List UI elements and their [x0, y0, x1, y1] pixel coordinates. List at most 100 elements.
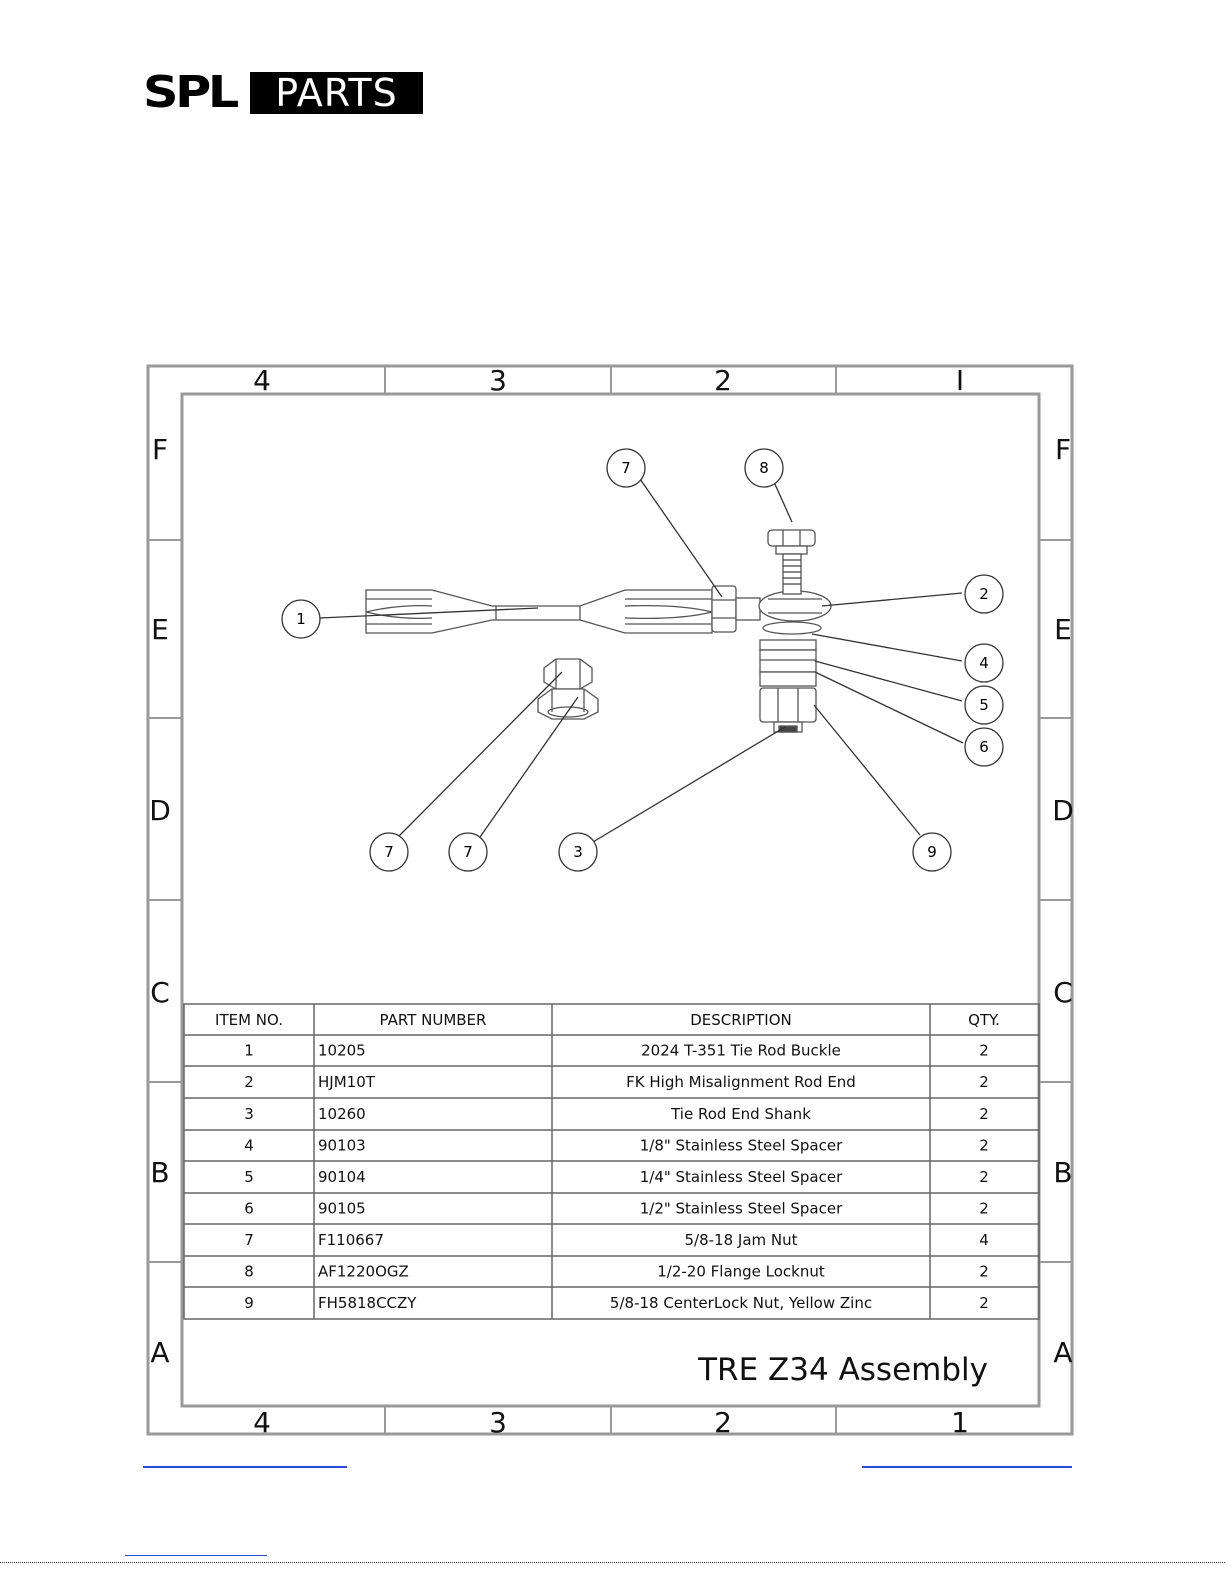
bom-cell-qty: 4	[979, 1231, 989, 1249]
zone-col-bottom-1: 1	[951, 1406, 969, 1439]
balloon-7-mid: 7	[448, 832, 488, 872]
zone-row-right-f: F	[1055, 433, 1071, 466]
header-item-no: ITEM NO.	[215, 1011, 283, 1029]
balloon-1: 1	[281, 599, 321, 639]
bom-cell-item-no: 5	[244, 1168, 254, 1186]
bom-cell-description: FK High Misalignment Rod End	[626, 1073, 856, 1091]
bom-cell-qty: 2	[979, 1294, 989, 1312]
exploded-view	[365, 529, 832, 733]
balloon-6-label: 6	[979, 738, 989, 756]
bom-cell-description: 2024 T-351 Tie Rod Buckle	[641, 1042, 841, 1060]
zone-col-top-4: 4	[253, 364, 271, 397]
balloon-1-label: 1	[296, 610, 306, 628]
zone-row-right-b: B	[1053, 1156, 1072, 1189]
bom-cell-part-number: 90103	[318, 1137, 366, 1155]
balloon-4-label: 4	[979, 654, 989, 672]
bom-cell-qty: 2	[979, 1200, 989, 1218]
zone-col-bottom-4: 4	[253, 1406, 271, 1439]
balloon-5: 5	[964, 685, 1004, 725]
bom-cell-qty: 2	[979, 1105, 989, 1123]
balloon-2: 2	[964, 574, 1004, 614]
bom-cell-part-number: AF1220OGZ	[318, 1263, 409, 1281]
logo-spl-text: SPL	[143, 67, 239, 118]
bom-cell-qty: 2	[979, 1263, 989, 1281]
footer-link-right[interactable]	[862, 1466, 1072, 1468]
bom-cell-item-no: 9	[244, 1294, 254, 1312]
drawing-frame	[146, 364, 1074, 1436]
bom-cell-description: 1/4" Stainless Steel Spacer	[640, 1168, 843, 1186]
logo-parts-text: PARTS	[249, 72, 423, 114]
zone-row-right-e: E	[1054, 613, 1072, 646]
drawing-title: TRE Z34 Assembly	[697, 1352, 988, 1388]
loose-jam-nuts	[537, 658, 599, 720]
header-qty: QTY.	[968, 1011, 1000, 1029]
bom-cell-description: 1/2-20 Flange Locknut	[657, 1263, 825, 1281]
bom-cell-part-number: 90105	[318, 1200, 366, 1218]
bom-cell-description: 1/8" Stainless Steel Spacer	[640, 1137, 843, 1155]
zone-row-left-a: A	[150, 1336, 169, 1369]
balloon-4: 4	[964, 643, 1004, 683]
zone-col-top-2: 2	[714, 364, 732, 397]
flange-locknut-part	[767, 529, 816, 595]
zone-row-left-c: C	[150, 976, 170, 1009]
bom-cell-part-number: HJM10T	[318, 1073, 376, 1091]
bom-cell-qty: 2	[979, 1073, 989, 1091]
balloon-7-left: 7	[369, 832, 409, 872]
bom-cell-description: Tie Rod End Shank	[670, 1105, 811, 1123]
balloon-9: 9	[912, 832, 952, 872]
bom-cell-item-no: 2	[244, 1073, 254, 1091]
bom-cell-description: 5/8-18 Jam Nut	[684, 1231, 797, 1249]
leader-lines	[319, 478, 964, 843]
balloon-7-top-label: 7	[621, 459, 631, 477]
bom-cell-item-no: 7	[244, 1231, 254, 1249]
zone-dividers	[148, 366, 1072, 1434]
bom-cell-qty: 2	[979, 1168, 989, 1186]
bom-cell-item-no: 4	[244, 1137, 254, 1155]
balloon-7-top: 7	[606, 448, 646, 488]
spl-parts-logo: SPL PARTS	[143, 67, 423, 118]
balloon-6: 6	[964, 727, 1004, 767]
rod-end-part	[735, 590, 832, 622]
zone-row-left-b: B	[150, 1156, 169, 1189]
bom-cell-item-no: 3	[244, 1105, 254, 1123]
balloon-5-label: 5	[979, 696, 989, 714]
bom-cell-part-number: F110667	[318, 1231, 384, 1249]
zone-row-left-f: F	[152, 433, 168, 466]
balloon-7-mid-label: 7	[463, 843, 473, 861]
balloon-2-label: 2	[979, 585, 989, 603]
bom-cell-item-no: 8	[244, 1263, 254, 1281]
zone-col-top-1: I	[956, 364, 964, 397]
bom-cell-part-number: FH5818CCZY	[318, 1294, 417, 1312]
balloon-8-label: 8	[759, 459, 769, 477]
zone-row-left-e: E	[151, 613, 169, 646]
zone-row-left-d: D	[149, 794, 171, 827]
tie-rod-buckle-part	[365, 589, 713, 634]
bom-cell-item-no: 1	[244, 1042, 254, 1060]
balloon-3: 3	[558, 832, 598, 872]
bom-cell-description: 5/8-18 CenterLock Nut, Yellow Zinc	[610, 1294, 872, 1312]
zone-col-bottom-2: 2	[714, 1406, 732, 1439]
centerlock-nut-part	[759, 687, 817, 733]
bom-cell-description: 1/2" Stainless Steel Spacer	[640, 1200, 843, 1218]
header-description: DESCRIPTION	[690, 1011, 792, 1029]
bom-cell-part-number: 10205	[318, 1042, 366, 1060]
spacer-stack	[759, 621, 822, 687]
bom-cell-qty: 2	[979, 1137, 989, 1155]
zone-col-top-3: 3	[489, 364, 507, 397]
bom-cell-qty: 2	[979, 1042, 989, 1060]
bom-cell-part-number: 90104	[318, 1168, 366, 1186]
balloon-9-label: 9	[927, 843, 937, 861]
balloon-8: 8	[744, 448, 784, 488]
balloons: 1 2 3 4 5 6 7 7 7 8 9	[281, 448, 1004, 872]
zone-row-right-d: D	[1052, 794, 1074, 827]
footer-link-left[interactable]	[143, 1466, 347, 1468]
jam-nut-on-buckle	[711, 585, 737, 633]
page-divider	[0, 1562, 1225, 1563]
zone-col-bottom-3: 3	[489, 1406, 507, 1439]
zone-row-right-a: A	[1053, 1336, 1072, 1369]
bom-cell-item-no: 6	[244, 1200, 254, 1218]
footer-link-bottom[interactable]	[125, 1555, 267, 1556]
bom-cell-part-number: 10260	[318, 1105, 366, 1123]
